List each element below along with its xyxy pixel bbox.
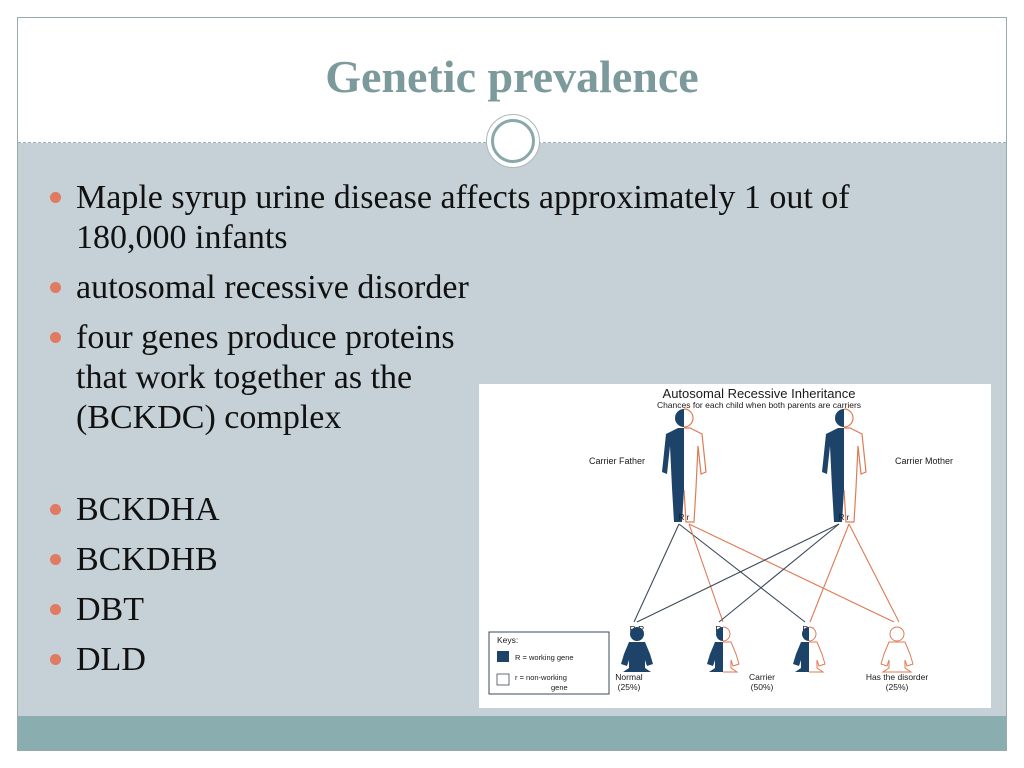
bullet-text: four genes produce proteins that work to…: [76, 319, 455, 436]
child-carrier-pct: (50%): [751, 682, 774, 692]
slide-title: Genetic prevalence: [325, 51, 699, 102]
bullet-dot-icon: [50, 192, 61, 203]
child-normal-label: Normal: [615, 672, 643, 682]
mother-genes: R r: [839, 513, 850, 522]
child-disorder-figure: [880, 626, 914, 673]
bullet-item: DLD: [48, 640, 948, 680]
child-disorder-label: Has the disorder: [866, 672, 929, 682]
child-disorder-pct: (25%): [886, 682, 909, 692]
bullet-item: BCKDHA: [48, 490, 948, 530]
inheritance-diagram: Autosomal Recessive Inheritance Chances …: [479, 384, 991, 708]
bottom-bar: [18, 716, 1006, 750]
bullet-text: DLD: [76, 641, 146, 678]
working-gene-swatch: [497, 651, 509, 662]
bullet-item: DBT: [48, 590, 948, 630]
bullet-dot-icon: [50, 504, 61, 515]
bullet-text: BCKDHA: [76, 491, 220, 528]
bullet-dot-icon: [50, 604, 61, 615]
bullet-item: autosomal recessive disorder: [48, 268, 948, 308]
father-figure: [662, 408, 707, 523]
bullet-item: BCKDHB: [48, 540, 948, 580]
father-label: Carrier Father: [589, 456, 645, 466]
bullet-text: autosomal recessive disorder: [76, 269, 469, 306]
legend-title: Keys:: [497, 635, 518, 645]
mother-figure: [822, 408, 867, 523]
child-carrier-label: Carrier: [749, 672, 775, 682]
bullet-text: Maple syrup urine disease affects approx…: [76, 179, 850, 256]
nonworking-gene-swatch: [496, 673, 510, 686]
child-normal-pct: (25%): [618, 682, 641, 692]
bullet-list: Maple syrup urine disease affects approx…: [48, 178, 948, 690]
bullet-dot-icon: [50, 332, 61, 343]
child-carrier-figure: [793, 626, 826, 673]
inheritance-lines: [633, 523, 900, 623]
legend-working: R = working gene: [515, 653, 574, 662]
legend-box: Keys: R = working gene r = non-working g…: [488, 631, 610, 695]
child-carrier-figure: [707, 626, 740, 673]
legend-nonworking-1: r = non-working: [515, 673, 567, 682]
bullet-text: BCKDHB: [76, 541, 218, 578]
legend-nonworking-2: gene: [551, 683, 568, 692]
bullet-text: DBT: [76, 591, 144, 628]
child-normal-figure: [621, 627, 653, 672]
mother-label: Carrier Mother: [895, 456, 953, 466]
bullet-dot-icon: [50, 654, 61, 665]
bullet-dot-icon: [50, 554, 61, 565]
bullet-dot-icon: [50, 282, 61, 293]
father-genes: R r: [679, 513, 690, 522]
inheritance-diagram-svg: Autosomal Recessive Inheritance Chances …: [488, 386, 953, 695]
diagram-subtitle: Chances for each child when both parents…: [657, 400, 861, 410]
diagram-title: Autosomal Recessive Inheritance: [663, 386, 856, 401]
divider-ornament-inner: [491, 119, 535, 163]
bullet-item: four genes produce proteins that work to…: [48, 318, 948, 438]
slide-frame: Genetic prevalence Maple syrup urine dis…: [17, 17, 1007, 751]
bullet-item: Maple syrup urine disease affects approx…: [48, 178, 948, 258]
